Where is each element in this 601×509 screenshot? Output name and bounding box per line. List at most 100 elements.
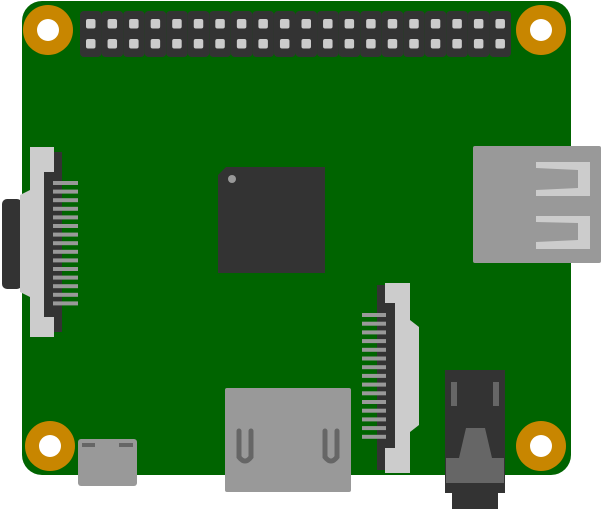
header-pin-block [209,11,231,57]
connector-contact [53,275,78,280]
connector-contact [53,189,78,194]
gpio-pin [323,39,333,49]
gpio-pin [323,19,333,29]
header-pin-block [101,11,124,57]
gpio-pin [452,19,462,29]
connector-contact [362,313,386,317]
connector-contact [362,434,386,439]
gpio-pin [473,19,484,29]
gpio-pin [86,19,96,29]
gpio-pin [344,39,355,49]
gpio-pin [473,39,484,49]
gpio-pin [215,39,225,49]
gpio-pin [301,19,311,29]
gpio-pin [387,19,398,29]
header-pin-block [317,11,339,57]
display-connector-body [20,147,54,337]
gpio-pin [495,19,505,29]
micro-usb-power-port [78,439,137,486]
connector-contact [53,258,78,263]
gpio-pin [150,39,161,49]
gpio-pin [279,39,290,49]
gpio-pin [258,39,268,49]
gpio-pin [129,39,139,49]
connector-contact [362,408,386,413]
gpio-pin [86,39,96,49]
audio-jack-bar-right [493,382,499,406]
gpio-pin [129,19,139,29]
usb-a-port [473,146,601,263]
micro-usb-housing [78,439,137,486]
connector-contact [362,426,386,431]
hdmi-housing [225,388,351,492]
connector-contact [362,339,386,344]
gpio-pin [430,39,441,49]
header-pin-block [187,11,210,57]
gpio-pin [301,39,311,49]
connector-contact [53,181,78,185]
display-connector [2,147,78,337]
soc-chip [218,167,325,273]
display-connector-plug [2,199,22,289]
connector-contact [53,249,78,254]
connector-contact [362,330,386,335]
connector-contact [362,391,386,396]
gpio-pin [279,19,290,29]
camera-connector-body [385,283,419,473]
gpio-pin [409,19,419,29]
gpio-pin [236,39,247,49]
header-pin-block [295,11,318,57]
gpio-pin [387,39,398,49]
gpio-pin [107,39,118,49]
connector-contact [362,321,386,326]
header-pin-block [424,11,447,57]
connector-contact [53,267,78,271]
connector-contact [53,241,78,246]
header-pin-block [252,11,274,57]
mounting-hole-center [530,19,552,41]
hdmi-port [225,388,351,492]
gpio-pin [430,19,441,29]
mounting-hole-center [37,19,59,41]
header-pin-block [360,11,382,57]
connector-contact [53,292,78,297]
gpio-pin [172,39,182,49]
gpio-pin [258,19,268,29]
gpio-header [80,11,511,57]
header-pin-block [403,11,425,57]
gpio-pin [172,19,182,29]
connector-contact [53,284,78,289]
connector-contact [53,232,78,237]
connector-contact [53,215,78,220]
hdmi-clip-left [236,428,254,464]
gpio-pin [409,39,419,49]
gpio-pin [344,19,355,29]
usb-slot-top [536,162,590,196]
gpio-pin [452,39,462,49]
audio-jack-sleeve [452,483,498,509]
gpio-pin [150,19,161,29]
header-pin-block [166,11,188,57]
connector-contact [53,224,78,228]
gpio-pin [193,39,204,49]
connector-contact [53,206,78,211]
connector-contact [362,373,386,378]
gpio-pin [236,19,247,29]
gpio-pin [366,39,376,49]
chip-pin1-dot [228,175,236,183]
mounting-hole-center [39,435,61,457]
micro-usb-tab-right [119,443,133,447]
hdmi-clip-right [322,428,340,464]
mounting-hole-center [530,435,552,457]
connector-contact [362,356,386,361]
header-pin-block [381,11,404,57]
audio-jack-bar-left [451,382,457,406]
header-pin-block [446,11,468,57]
header-pin-block [144,11,167,57]
header-pin-block [489,11,511,57]
usb-port-housing [473,146,601,263]
connector-contact [362,382,386,387]
connector-contact [53,198,78,203]
connector-contact [362,365,386,370]
